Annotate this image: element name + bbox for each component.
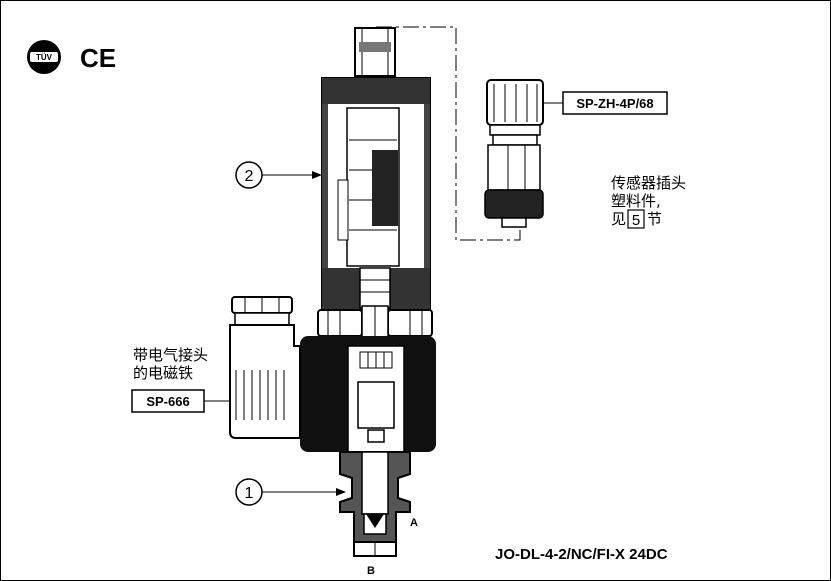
solenoid-note-line1: 带电气接头 (133, 346, 208, 364)
solenoid-note-line2: 的电磁铁 (133, 364, 193, 382)
connector-code-label: SP-ZH-4P/68 (576, 96, 653, 111)
callout-1: 1 (235, 478, 346, 506)
connector-code-box (562, 91, 668, 115)
callout-2: 2 (235, 161, 322, 189)
sensor-connector-plug (484, 79, 544, 228)
valve-cartridge-body (339, 451, 411, 557)
callout-2-number: 2 (245, 168, 254, 185)
sensor-note-line2: 塑料件, (611, 192, 661, 210)
solenoid-code-label: SP-666 (146, 394, 189, 409)
ce-mark: CE (80, 43, 116, 73)
port-b-label: B (367, 565, 375, 577)
tuv-logo: TÜV (27, 40, 61, 74)
port-a-label: A (410, 517, 418, 529)
section-ref-number: 5 (632, 212, 640, 229)
sensor-housing (321, 27, 431, 311)
section-ref-box (627, 209, 645, 229)
sensor-note-line3-prefix: 见 (611, 210, 626, 228)
solenoid-connector (229, 296, 301, 439)
sensor-note-line1: 传感器插头 (611, 174, 686, 192)
sensor-note-line3-suffix: 节 (647, 210, 662, 228)
callout-1-number: 1 (245, 485, 254, 502)
model-number: JO-DL-4-2/NC/FI-X 24DC (495, 546, 668, 563)
tuv-text: TÜV (36, 53, 53, 62)
solenoid-coil (300, 336, 436, 457)
